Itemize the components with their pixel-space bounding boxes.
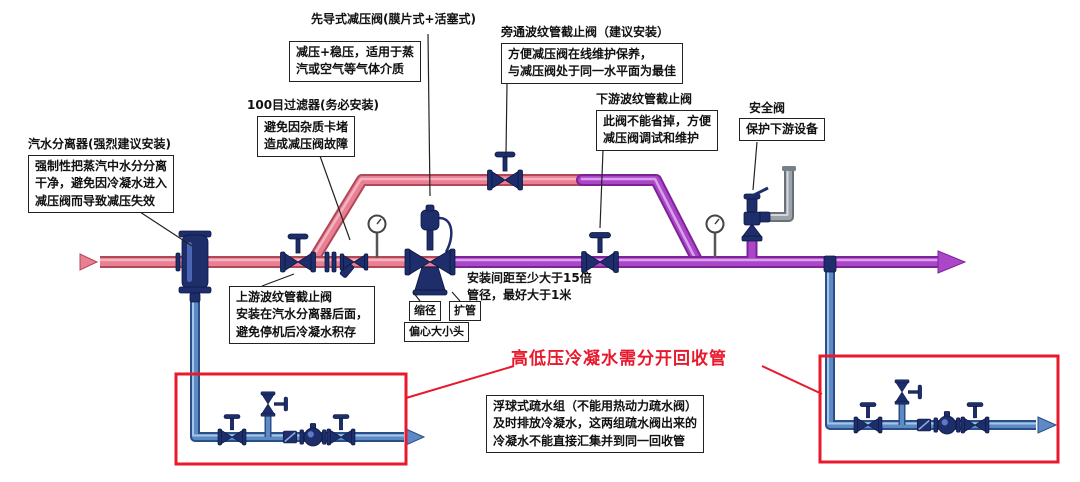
condensate-warning-text: 高低压冷凝水需分开回收管	[511, 349, 727, 369]
steam-water-separator-icon	[178, 230, 212, 303]
highlight-box-left	[174, 372, 408, 466]
pipe-coupling	[324, 251, 337, 273]
upstream-note: 上游波纹管截止阀 安装在汽水分离器后面， 避免停机后冷凝水积存	[229, 286, 376, 345]
warning-leader-lines	[405, 365, 823, 399]
condensate-pipe-right	[825, 266, 1036, 430]
highlight-box-right	[818, 354, 1060, 464]
filter-title: 100目过滤器(务必安装)	[247, 98, 380, 112]
reducer-right-label: 扩管	[449, 301, 481, 321]
trap-group-note: 浮球式疏水组（不能用热动力疏水阀） 及时排放冷凝水，这两组疏水阀出来的 冷凝水不…	[486, 395, 705, 454]
separator-note: 强制性把蒸汽中水分分离 干净，避免因冷凝水进入 减压阀而导致减压失效	[28, 155, 175, 214]
main-steam-pipe	[100, 256, 938, 268]
pressure-reducing-valve-icon	[404, 204, 456, 296]
bypass-note: 方便减压阀在线维护保养， 与减压阀处于同一水平面为最佳	[501, 43, 684, 84]
downstream-title: 下游波纹管截止阀	[596, 92, 693, 106]
flow-arrow-inlet	[79, 253, 99, 271]
upstream-pressure-gauge-icon	[367, 214, 387, 260]
reducer-left-label: 缩径	[409, 301, 441, 321]
safety-title: 安全阀	[749, 101, 786, 115]
callout-leader-lines	[139, 33, 758, 302]
spacing-note: 安装间距至少大于15倍 管径，最好大于1米	[467, 271, 592, 303]
separator-title: 汽水分离器(强烈建议安装)	[28, 137, 171, 151]
downstream-pressure-gauge-icon	[705, 214, 725, 260]
prv-title: 先导式减压阀(膜片式+活塞式)	[311, 12, 477, 26]
flow-arrow-condensate-left	[405, 428, 426, 446]
condensate-tap-fitting	[823, 255, 837, 273]
safety-note: 保护下游设备	[739, 118, 826, 142]
safety-valve-icon	[741, 186, 771, 242]
trap-assembly-left	[217, 391, 356, 447]
eccentric-reducer-label: 偏心大小头	[404, 322, 469, 342]
prv-note: 减压+稳压，适用于蒸 汽或空气等气体介质	[289, 41, 422, 82]
filter-note: 避免因杂质卡堵 造成减压阀故障	[257, 116, 356, 157]
flow-arrow-outlet	[937, 250, 967, 274]
bypass-title: 旁通波纹管截止阀（建议安装）	[501, 25, 670, 39]
trap-assembly-right	[853, 379, 990, 435]
downstream-note: 此阀不能省掉，方便 减压阀调试和维护	[596, 110, 719, 151]
flow-arrow-condensate-right	[1037, 416, 1058, 434]
